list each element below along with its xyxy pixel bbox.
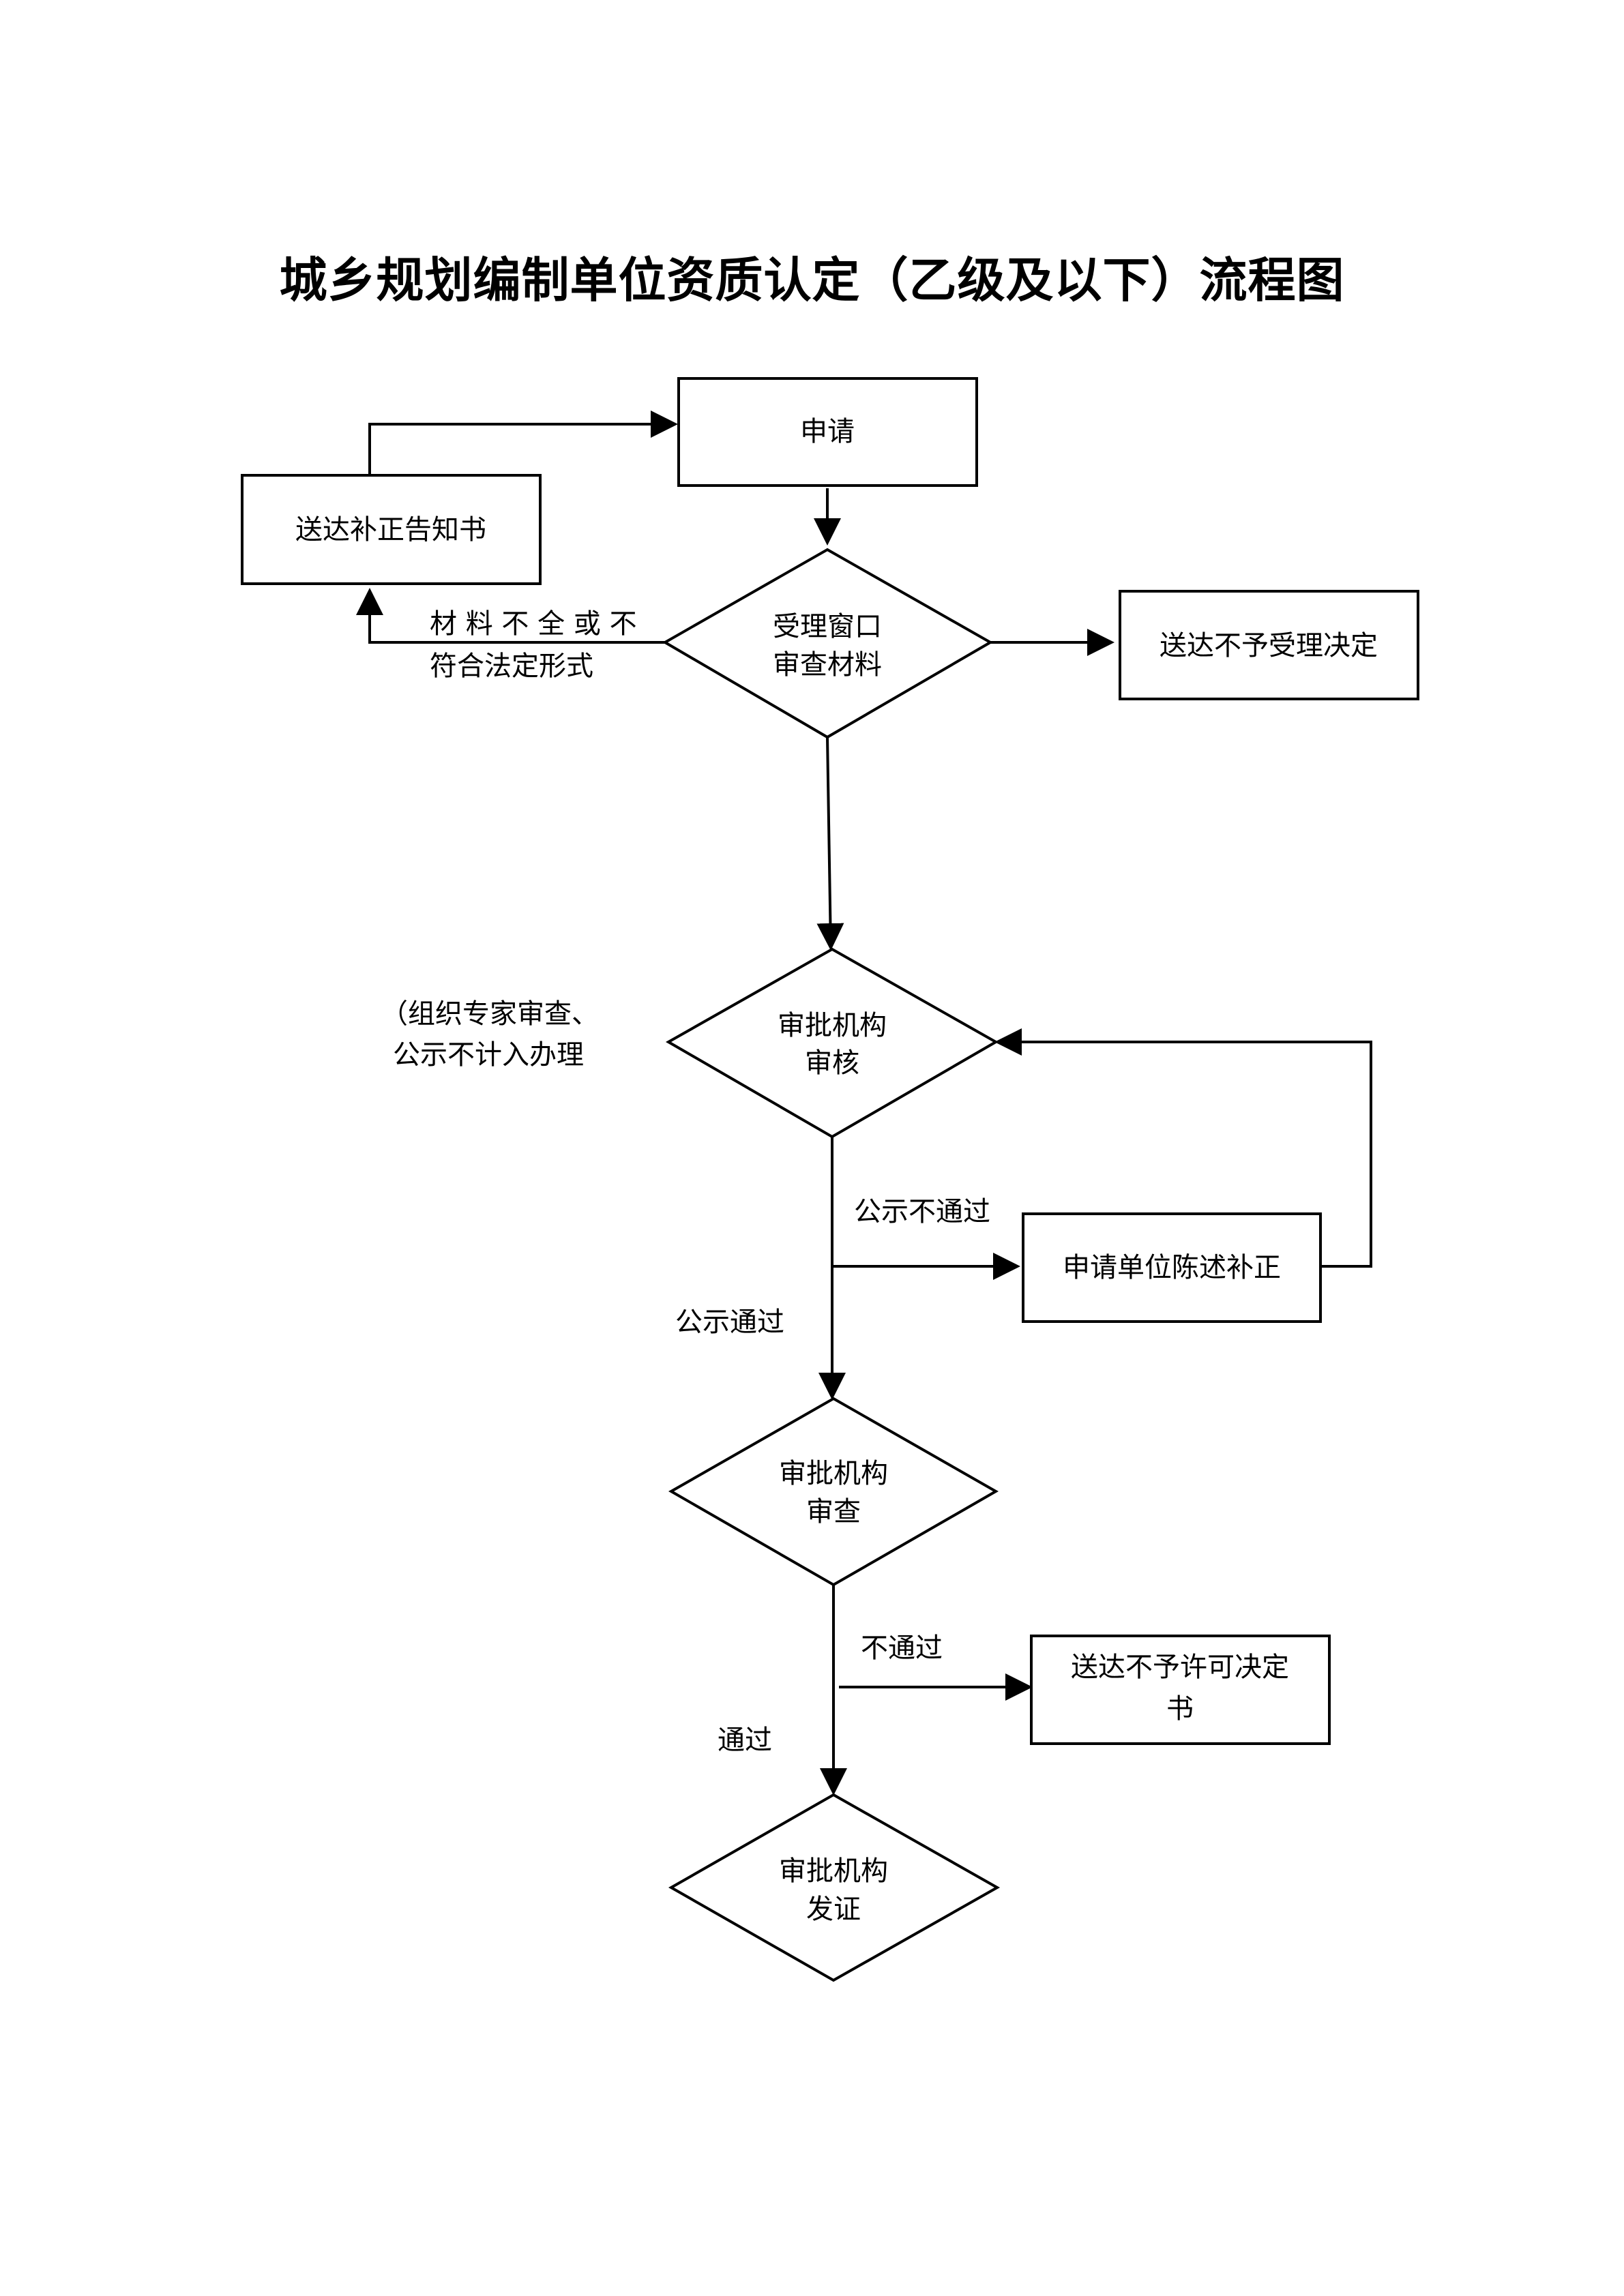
- node-notice: 送达补正告知书: [241, 474, 542, 585]
- label-pass: 通过: [718, 1725, 772, 1756]
- label-note-line2: 公示不计入办理: [393, 1039, 584, 1071]
- node-reject1: 送达不予受理决定: [1119, 590, 1419, 700]
- node-apply-label: 申请: [800, 416, 855, 447]
- node-statement-label: 申请单位陈述补正: [1063, 1252, 1281, 1283]
- node-review1: 受理窗口 审查材料: [662, 548, 994, 739]
- node-review2-line2: 审核: [805, 1047, 859, 1079]
- node-issue-line2: 发证: [806, 1894, 861, 1925]
- node-issue: 审批机构 发证: [668, 1793, 1001, 1982]
- node-apply: 申请: [677, 377, 978, 487]
- label-public-pass: 公示通过: [675, 1307, 784, 1338]
- label-note-line1: （组织专家审查、: [381, 998, 599, 1030]
- node-notice-label: 送达补正告知书: [295, 514, 486, 546]
- label-incomplete-line2: 符合法定形式: [430, 651, 593, 682]
- node-review3: 审批机构 审查: [668, 1397, 999, 1587]
- node-issue-line1: 审批机构: [779, 1855, 888, 1887]
- label-fail: 不通过: [861, 1632, 943, 1664]
- node-review1-line2: 审查材料: [773, 649, 882, 681]
- label-public-fail: 公示不通过: [854, 1196, 990, 1227]
- page-title: 城乡规划编制单位资质认定（乙级及以下）流程图: [279, 252, 1345, 308]
- arrow-review1-to-review2: [816, 736, 844, 951]
- node-reject2-line1: 送达不予许可决定: [1071, 1652, 1289, 1683]
- node-reject1-label: 送达不予受理决定: [1160, 630, 1378, 661]
- node-review2-line1: 审批机构: [778, 1010, 887, 1041]
- arrow-review1-to-notice: [356, 588, 665, 644]
- node-reject2: 送达不予许可决定 书: [1030, 1635, 1331, 1745]
- connectors: [356, 411, 1372, 1795]
- label-incomplete-line1: 材 料 不 全 或 不: [430, 608, 637, 640]
- node-reject2-line2: 书: [1166, 1693, 1194, 1725]
- node-review2: 审批机构 审核: [665, 947, 999, 1139]
- arrow-notice-to-apply: [368, 411, 678, 474]
- node-review3-line2: 审查: [806, 1496, 861, 1527]
- node-review1-line1: 受理窗口: [773, 611, 882, 642]
- node-statement: 申请单位陈述补正: [1022, 1212, 1322, 1323]
- node-review3-line1: 审批机构: [779, 1458, 888, 1489]
- arrow-statement-to-review2: [994, 1028, 1372, 1268]
